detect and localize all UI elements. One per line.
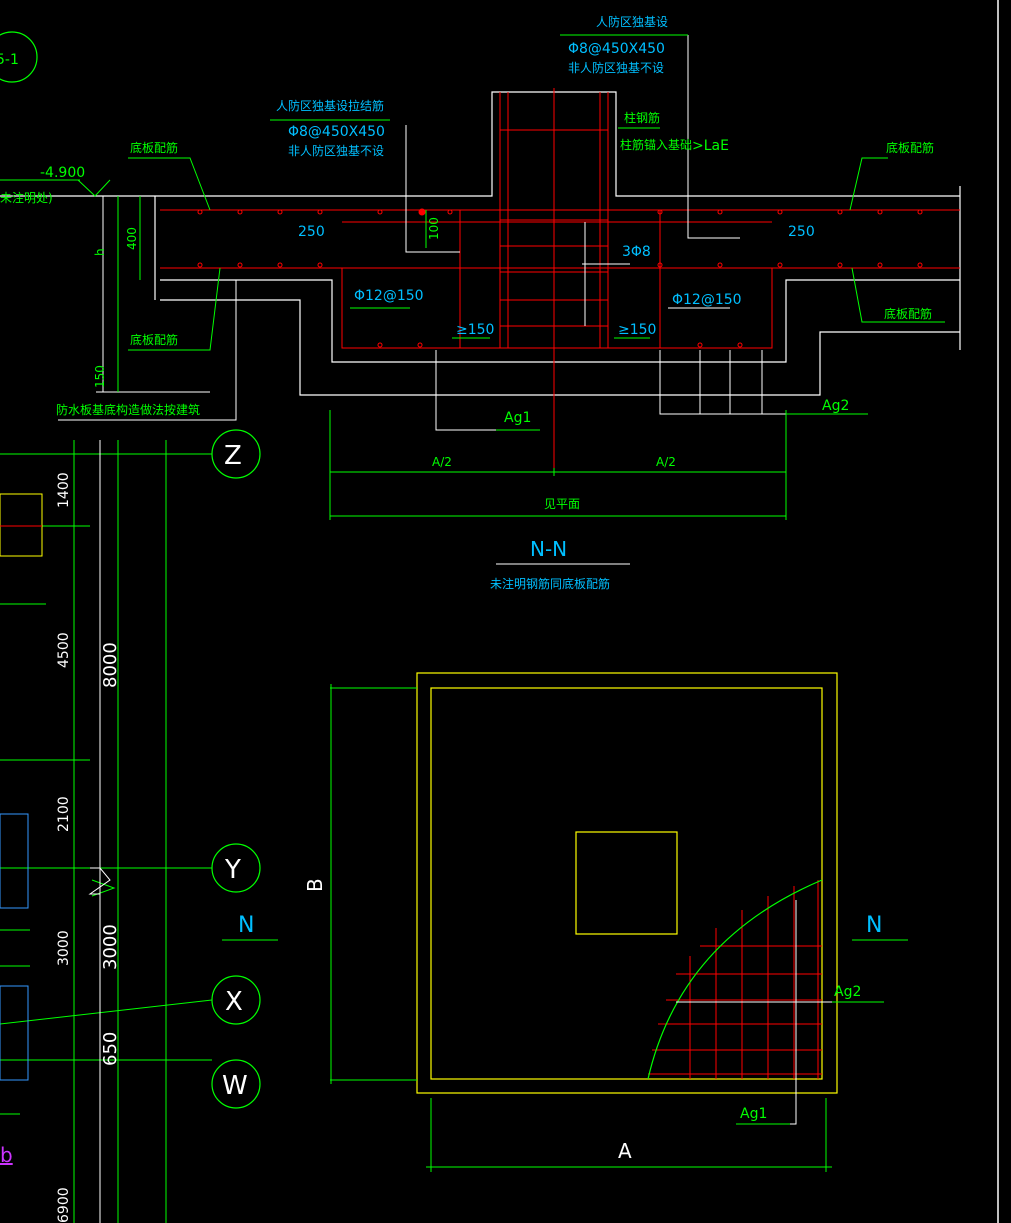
axis-lines — [0, 440, 213, 1223]
tie-spec: Φ8@450X450 — [288, 124, 385, 140]
column-anchor-label: 柱筋锚入基础 — [620, 137, 692, 152]
footing-outer-outline — [416, 672, 838, 1094]
column-box-3 — [0, 985, 29, 1081]
axis-label-y: Y — [224, 855, 241, 885]
section-mark-circle — [0, 31, 38, 83]
rebar-zone-arc — [647, 879, 823, 1080]
axis-label-x: X — [225, 987, 243, 1017]
column-outline — [575, 831, 678, 935]
plan-ag1: Ag1 — [740, 1106, 767, 1122]
dim-6900: 6900 — [56, 1187, 72, 1223]
slab-rebar-tl: 底板配筋 — [130, 140, 178, 155]
column-box-2 — [0, 813, 29, 909]
ge150-left: ≥150 — [456, 322, 494, 338]
plan-leaders — [676, 900, 884, 1125]
column-bar-label: 柱钢筋 — [624, 110, 660, 125]
slab-rebar-br: 底板配筋 — [884, 306, 932, 321]
anchor-length: >LaE — [692, 138, 729, 154]
rebar-lines — [160, 88, 960, 472]
dimension-lines — [0, 34, 945, 520]
rebar-dots — [197, 208, 923, 348]
see-plan-label: 见平面 — [544, 497, 580, 511]
section-title: N-N — [530, 537, 567, 561]
plan-ag2: Ag2 — [834, 984, 861, 1000]
half-a-left: A/2 — [432, 455, 452, 469]
dim-150: 150 — [93, 365, 107, 388]
dim-h: h — [93, 248, 107, 256]
bar-3phi8: 3Φ8 — [622, 244, 651, 260]
dim-650: 650 — [100, 1032, 121, 1066]
section-mark-label: 5-1 — [0, 52, 19, 68]
ag2-section: Ag2 — [822, 398, 849, 414]
dim-250-right: 250 — [788, 224, 815, 240]
footing-inner-outline — [430, 687, 823, 1080]
dim-400: 400 — [125, 227, 139, 250]
section-note: 未注明钢筋同底板配筋 — [490, 576, 610, 591]
axis-white-lines — [88, 440, 111, 1223]
dim-8000: 8000 — [100, 642, 121, 688]
plan-rebar-grid — [648, 880, 822, 1079]
cut-mark-n-left: N — [238, 913, 254, 938]
dim-3000-b: 3000 — [100, 924, 121, 970]
axis-bubble-w[interactable] — [211, 1059, 261, 1109]
top-label: 人防区独基设 — [596, 14, 668, 29]
elevation-label: -4.900 — [40, 165, 85, 181]
section-n-n[interactable]: 5-1 人防区独基设 Φ8@450X450 非人防区独基不设 人防区独基设拉结筋… — [0, 14, 961, 591]
waterproof-note: 防水板基底构造做法按建筑 — [56, 402, 200, 417]
axis-label-z: Z — [224, 441, 242, 471]
half-a-right: A/2 — [656, 455, 676, 469]
bar-left-label: Φ12@150 — [354, 288, 424, 304]
column-box-1 — [0, 493, 43, 557]
ag1-section: Ag1 — [504, 410, 531, 426]
elevation-note: 未注明处) — [0, 190, 53, 205]
slab-rebar-bl: 底板配筋 — [130, 332, 178, 347]
bar-right-label: Φ12@150 — [672, 292, 742, 308]
tie-note: 非人防区独基不设 — [288, 143, 384, 158]
plan-dim-a: A — [618, 1139, 632, 1163]
dim-3000-a: 3000 — [56, 930, 72, 966]
cut-mark-n-right: N — [866, 913, 882, 938]
axis-grid[interactable]: Z Y X W 1400 4500 8000 2100 3000 3000 65… — [0, 429, 261, 1223]
slab-rebar-tr: 底板配筋 — [886, 140, 934, 155]
plan-dimensions — [222, 684, 908, 1172]
plan-dim-b: B — [303, 878, 327, 892]
ge150-right: ≥150 — [618, 322, 656, 338]
footing-plan[interactable]: B A Ag2 Ag1 N N — [222, 672, 908, 1172]
axis-bubble-y[interactable] — [211, 843, 261, 893]
dim-2100: 2100 — [56, 796, 72, 832]
dim-100: 100 — [427, 217, 441, 240]
dim-1400: 1400 — [56, 472, 72, 508]
link-b[interactable]: b — [0, 1143, 13, 1167]
tie-label: 人防区独基设拉结筋 — [276, 98, 384, 113]
dim-250-left: 250 — [298, 224, 325, 240]
dim-4500: 4500 — [56, 632, 72, 668]
top-spec: Φ8@450X450 — [568, 41, 665, 57]
top-note: 非人防区独基不设 — [568, 60, 664, 75]
axis-bubble-x[interactable] — [211, 975, 261, 1025]
axis-label-w: W — [222, 1071, 248, 1101]
axis-bubble-z[interactable] — [211, 429, 261, 479]
